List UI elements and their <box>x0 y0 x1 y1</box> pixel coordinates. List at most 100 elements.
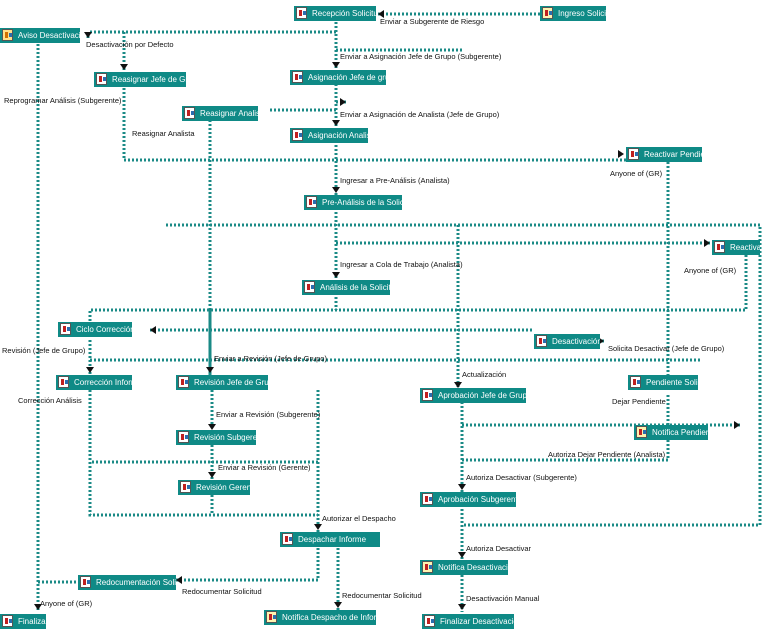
node-redocumentacion[interactable]: Redocumentación Solicitud <box>78 575 176 590</box>
edge-label: Enviar a Revisión (Subgerente) <box>216 410 321 419</box>
node-notifica-pendiente[interactable]: Notifica Pendiente <box>634 425 708 440</box>
activity-icon <box>296 7 307 19</box>
edge-label: Actualización <box>462 370 507 379</box>
node-analisis-solicitud[interactable]: Análisis de la Solicitud <box>302 280 390 295</box>
notification-icon <box>636 426 647 438</box>
edge-label: Anyone of (GR) <box>40 599 93 608</box>
node-asignacion-analista[interactable]: Asignación Analista <box>290 128 368 143</box>
node-label: Análisis de la Solicitud <box>320 283 390 292</box>
edge-label: Ingresar a Cola de Trabajo (Analista) <box>340 260 463 269</box>
node-aprobacion-subgerente[interactable]: Aprobación Subgerente <box>420 492 516 507</box>
edge-label: Autoriza Desactivar <box>466 544 532 553</box>
node-label: Pre-Análisis de la Solicitud <box>322 198 402 207</box>
node-label: Reactivar <box>730 243 760 252</box>
edge-label: Autoriza Desactivar (Subgerente) <box>466 473 577 482</box>
node-aprobacion-jefe[interactable]: Aprobación Jefe de Grupo <box>420 388 526 403</box>
node-label: Revisión Jefe de Grupo <box>194 378 268 387</box>
node-label: Desactivación <box>552 337 600 346</box>
edge-label: Autorizar el Despacho <box>322 514 396 523</box>
node-label: Reasignar Jefe de Grupo <box>112 75 186 84</box>
node-label: Notifica Despacho de Informe <box>282 613 376 622</box>
edge-label: Anyone of (GR) <box>684 266 737 275</box>
edge-label: Enviar a Asignación de Analista (Jefe de… <box>340 110 500 119</box>
notification-icon <box>266 611 277 623</box>
node-reactivar-pendiente[interactable]: Reactivar Pendiente <box>626 147 702 162</box>
node-label: Despachar Informe <box>298 535 367 544</box>
activity-icon <box>80 576 91 588</box>
activity-icon <box>630 376 641 388</box>
node-notifica-desactivacion[interactable]: Notifica Desactivación <box>420 560 508 575</box>
document-icon <box>542 7 553 19</box>
edge-label: Anyone of (GR) <box>610 169 663 178</box>
node-label: Pendiente Solicitud <box>646 378 698 387</box>
node-pendiente-solicitud[interactable]: Pendiente Solicitud <box>628 375 698 390</box>
node-aviso-desactivacion[interactable]: Aviso Desactivación <box>0 28 80 43</box>
activity-icon <box>58 376 69 388</box>
activity-icon <box>184 107 195 119</box>
activity-icon <box>536 335 547 347</box>
node-label: Notifica Desactivación <box>438 563 508 572</box>
activity-icon <box>422 493 433 505</box>
node-revision-gerente[interactable]: Revisión Gerente <box>178 480 250 495</box>
node-notifica-despacho[interactable]: Notifica Despacho de Informe <box>264 610 376 625</box>
node-label: Revisión Gerente <box>196 483 250 492</box>
node-desactivacion[interactable]: Desactivación <box>534 334 600 349</box>
node-reasignar-analista[interactable]: Reasignar Analista <box>182 106 258 121</box>
node-label: Revisión Subgerente <box>194 433 256 442</box>
node-despachar-informe[interactable]: Despachar Informe <box>280 532 380 547</box>
node-correccion-informe[interactable]: Corrección Informe <box>56 375 132 390</box>
edge-label: Dejar Pendiente <box>612 397 666 406</box>
node-ciclo-correccion[interactable]: Ciclo Corrección <box>58 322 132 337</box>
node-revision-subgerente[interactable]: Revisión Subgerente <box>176 430 256 445</box>
node-label: Finalizar Desactivación <box>440 617 514 626</box>
activity-icon <box>178 431 189 443</box>
activity-icon <box>306 196 317 208</box>
node-pre-analisis[interactable]: Pre-Análisis de la Solicitud <box>304 195 402 210</box>
node-label: Corrección Informe <box>74 378 132 387</box>
edge-label: Enviar a Revisión (Gerente) <box>218 463 311 472</box>
activity-icon <box>628 148 639 160</box>
node-label: Asignación Jefe de grupo <box>308 73 386 82</box>
node-ingreso-solicitud[interactable]: Ingreso Solicitud <box>540 6 606 21</box>
edge-label: Corrección Análisis <box>18 396 82 405</box>
node-reasignar-jefe[interactable]: Reasignar Jefe de Grupo <box>94 72 186 87</box>
stop-icon <box>424 615 435 627</box>
edge-label: Revisión (Jefe de Grupo) <box>2 346 86 355</box>
activity-icon <box>292 129 303 141</box>
node-reactivar[interactable]: Reactivar <box>712 240 760 255</box>
warning-icon <box>2 29 13 41</box>
activity-icon <box>292 71 303 83</box>
edge-label: Solicita Desactivar (Jefe de Grupo) <box>608 344 725 353</box>
edge-label: Redocumentar Solicitud <box>182 587 262 596</box>
node-label: Reasignar Analista <box>200 109 258 118</box>
edge-label: Autoriza Dejar Pendiente (Analista) <box>548 450 666 459</box>
edge-label: Redocumentar Solicitud <box>342 591 422 600</box>
node-recepcion-solicitud[interactable]: Recepción Solicitud <box>294 6 376 21</box>
stop-icon <box>2 615 13 627</box>
notification-icon <box>422 561 433 573</box>
node-label: Aprobación Jefe de Grupo <box>438 391 526 400</box>
activity-icon <box>282 533 293 545</box>
node-finalizar[interactable]: Finalizar <box>0 614 46 629</box>
node-asignacion-jefe[interactable]: Asignación Jefe de grupo <box>290 70 386 85</box>
node-finalizar-desactivacion[interactable]: Finalizar Desactivación <box>422 614 514 629</box>
node-label: Ingreso Solicitud <box>558 9 606 18</box>
node-label: Aprobación Subgerente <box>438 495 516 504</box>
node-label: Finalizar <box>18 617 46 626</box>
edge-label: Reprogramar Análisis (Subgerente) <box>4 96 122 105</box>
activity-icon <box>304 281 315 293</box>
edge-label: Ingresar a Pre-Análisis (Analista) <box>340 176 450 185</box>
activity-icon <box>96 73 107 85</box>
cycle-icon <box>60 323 71 335</box>
node-label: Aviso Desactivación <box>18 31 80 40</box>
edge-label: Enviar a Asignación Jefe de Grupo (Subge… <box>340 52 502 61</box>
node-label: Recepción Solicitud <box>312 9 376 18</box>
activity-icon <box>178 376 189 388</box>
edge-label: Enviar a Subgerente de Riesgo <box>380 17 485 26</box>
node-revision-jefe[interactable]: Revisión Jefe de Grupo <box>176 375 268 390</box>
node-label: Reactivar Pendiente <box>644 150 702 159</box>
activity-icon <box>422 389 433 401</box>
node-label: Ciclo Corrección <box>76 325 132 334</box>
activity-icon <box>714 241 725 253</box>
